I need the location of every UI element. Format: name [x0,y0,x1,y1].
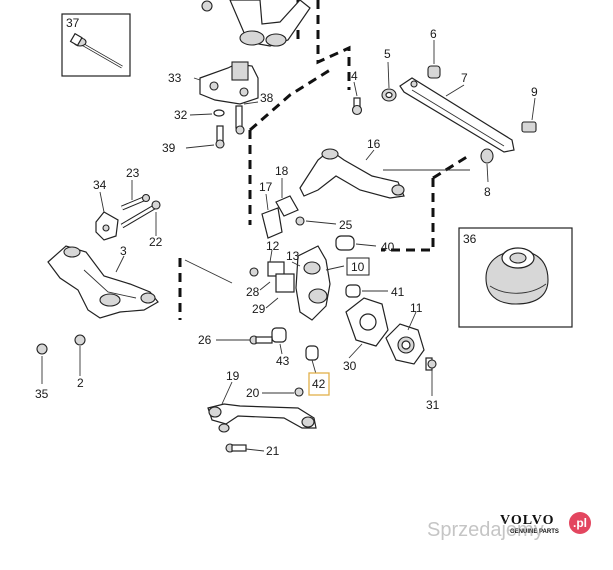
callout-40: 40 [381,240,395,254]
brand-tagline: GENUINE PARTS [510,529,559,535]
callout-35: 35 [35,387,49,401]
callout-17: 17 [259,180,273,194]
callout-41: 41 [391,285,405,299]
hub-assembly-11 [345,297,437,371]
callout-5: 5 [384,47,391,61]
callout-10: 10 [351,260,365,274]
leader-lines [41,40,536,452]
lower-link-19 [207,387,317,453]
callout-39: 39 [162,141,176,155]
callout-37: 37 [66,16,80,30]
assembly-boundary-lines [178,0,471,320]
callout-42-highlight [308,372,330,396]
callout-9: 9 [531,85,538,99]
callout-38: 38 [260,91,274,105]
callout-7: 7 [461,71,468,85]
knuckle-10-assembly [249,235,361,361]
callout-12: 12 [266,239,280,253]
callout-28: 28 [246,285,260,299]
subframe-arm-3 [36,245,159,355]
callout-43: 43 [276,354,290,368]
callout-32: 32 [174,108,188,122]
callout-16: 16 [367,137,381,151]
callout-11: 11 [410,301,423,315]
control-arm-16 [261,148,405,239]
callout-31: 31 [426,398,440,412]
callout-18: 18 [275,164,289,178]
callout-2: 2 [77,376,84,390]
callout-6: 6 [430,27,437,41]
toe-link-7-assembly [351,65,537,164]
callout-labels: 37 33 32 39 38 4 5 6 7 9 8 16 18 17 25 4… [35,16,538,458]
callout-29: 29 [252,302,266,316]
callout-3: 3 [120,244,127,258]
callout-10-box [346,257,370,276]
inset-box-37 [61,13,131,77]
callout-20: 20 [246,386,260,400]
callout-36: 36 [463,232,477,246]
callout-33: 33 [168,71,182,85]
inset-box-36 [458,227,573,328]
callout-21: 21 [266,444,280,458]
bolt-group-22-23-34 [95,193,161,241]
callout-19: 19 [226,369,240,383]
callout-4: 4 [351,69,358,83]
watermark-text: Sprzedajemy [427,519,544,541]
callout-26: 26 [198,333,212,347]
callout-8: 8 [484,185,491,199]
brand-logo: VOLVO [500,513,555,528]
watermark-badge: .pl [569,512,591,534]
callout-22: 22 [149,235,163,249]
callout-42: 42 [312,377,326,391]
callout-30: 30 [343,359,357,373]
callout-13: 13 [286,249,300,263]
upper-bracket-assembly [201,0,311,47]
callout-25: 25 [339,218,353,232]
callout-23: 23 [126,166,140,180]
mount-33 [199,61,259,149]
callout-34: 34 [93,178,107,192]
